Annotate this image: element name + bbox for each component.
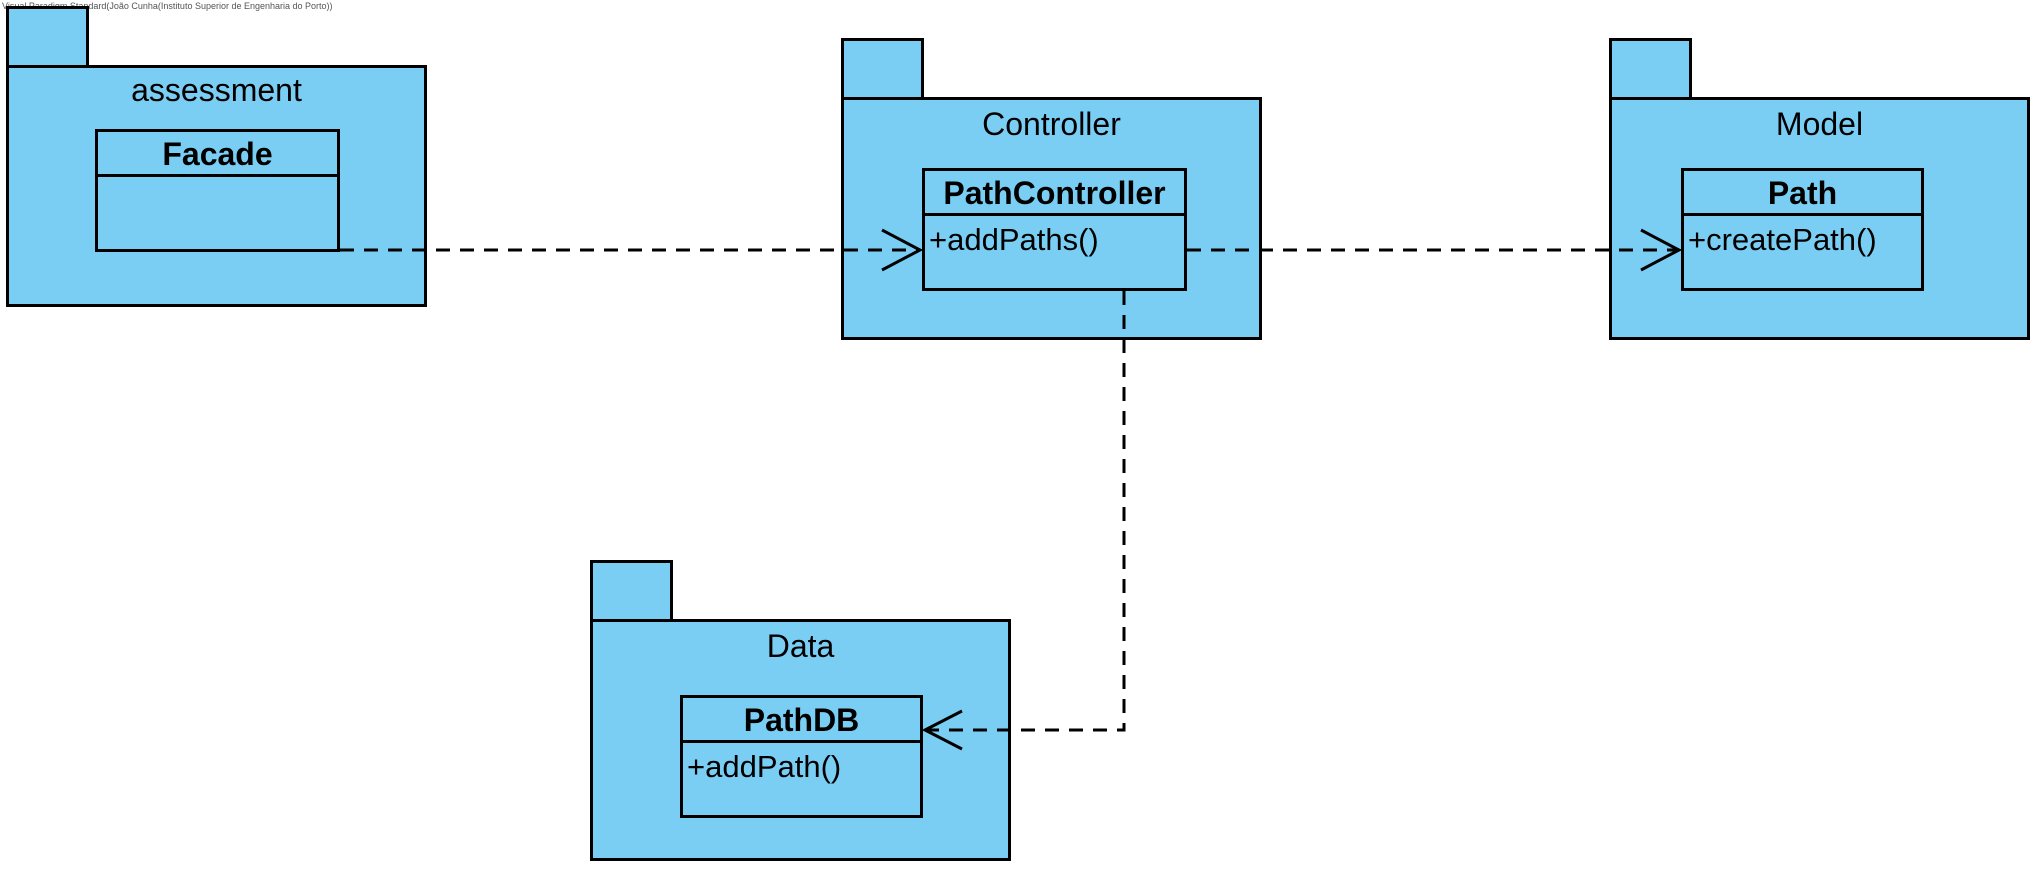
package-name: Data — [766, 628, 835, 664]
dependency-pathcontroller-to-pathdb — [927, 291, 1126, 732]
arrowhead-pathdb — [921, 709, 963, 751]
package-name: assessment — [131, 72, 302, 108]
class-facade[interactable]: Facade — [95, 129, 340, 252]
package-name: Controller — [982, 106, 1121, 142]
class-path[interactable]: Path +createPath() — [1681, 168, 1924, 291]
class-pathdb[interactable]: PathDB +addPath() — [680, 695, 923, 818]
arrowhead-pathcontroller — [881, 228, 924, 272]
class-pathcontroller[interactable]: PathController +addPaths() — [922, 168, 1187, 291]
watermark: Visual Paradigm Standard(João Cunha(Inst… — [2, 1, 333, 11]
arrowhead-path — [1640, 228, 1683, 272]
class-name: Facade — [98, 132, 337, 177]
class-name: PathDB — [683, 698, 920, 743]
class-name: Path — [1684, 171, 1921, 216]
class-name: PathController — [925, 171, 1184, 216]
operation: +createPath() — [1688, 222, 1877, 257]
package-name: Model — [1775, 106, 1864, 142]
operation: +addPaths() — [929, 222, 1099, 257]
operation: +addPath() — [687, 749, 842, 784]
